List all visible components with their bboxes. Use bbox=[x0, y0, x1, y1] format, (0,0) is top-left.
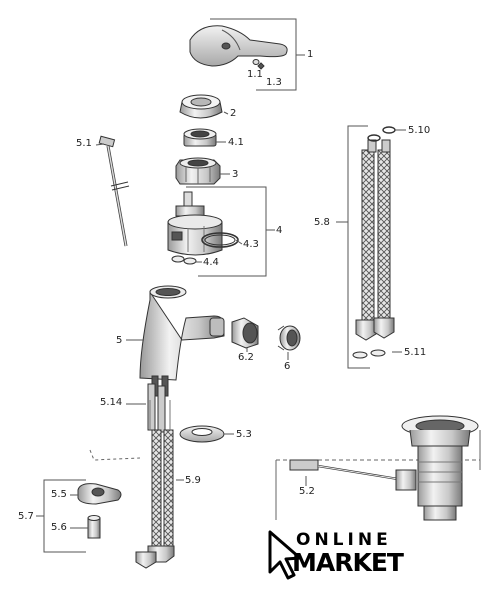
label-4-1: 4.1 bbox=[228, 137, 244, 148]
popup-rod bbox=[98, 135, 130, 247]
label-1: 1 bbox=[307, 49, 314, 60]
label-6: 6 bbox=[284, 361, 291, 372]
label-4-3: 4.3 bbox=[243, 239, 259, 250]
o-ring-4-3 bbox=[201, 232, 239, 248]
flex-hoses-5-8 bbox=[355, 139, 395, 341]
label-1-3: 1.3 bbox=[266, 77, 282, 88]
label-5: 5 bbox=[116, 335, 123, 346]
label-2: 2 bbox=[230, 108, 237, 119]
aerator-6-2 bbox=[231, 317, 259, 349]
cartridge bbox=[167, 191, 223, 256]
label-5-11: 5.11 bbox=[404, 347, 427, 358]
bracket-part-5-7 bbox=[36, 479, 86, 553]
label-5-6: 5.6 bbox=[51, 522, 67, 533]
cap-part-1-3 bbox=[257, 62, 265, 70]
bracket-part-5-8 bbox=[336, 125, 370, 369]
label-5-9: 5.9 bbox=[185, 475, 201, 486]
label-6-2: 6.2 bbox=[238, 352, 254, 363]
screw-part-1-1 bbox=[252, 59, 260, 65]
popup-waste-5-2 bbox=[275, 415, 481, 521]
o-rings-5-10 bbox=[367, 126, 396, 142]
label-4-4: 4.4 bbox=[203, 257, 219, 268]
fixing-bracket-5-5 bbox=[77, 483, 122, 505]
adapter-ring-4-1 bbox=[183, 128, 217, 147]
flex-hoses-5-9 bbox=[135, 400, 175, 569]
label-5-5: 5.5 bbox=[51, 489, 67, 500]
bracket-part-4 bbox=[186, 186, 275, 277]
bracket-part-1 bbox=[210, 18, 305, 91]
label-5-7: 5.7 bbox=[18, 511, 34, 522]
base-washer-5-3 bbox=[179, 425, 225, 443]
label-5-8: 5.8 bbox=[314, 217, 330, 228]
label-5-1: 5.1 bbox=[76, 138, 92, 149]
aerator-6 bbox=[277, 325, 301, 351]
washers-5-11 bbox=[352, 349, 386, 359]
label-1-1: 1.1 bbox=[247, 69, 263, 80]
cartridge-nut bbox=[175, 157, 221, 185]
label-5-3: 5.3 bbox=[236, 429, 252, 440]
fixing-nut-5-6 bbox=[87, 515, 101, 539]
cover-ring bbox=[179, 94, 223, 119]
label-4: 4 bbox=[276, 225, 283, 236]
logo-line-2: MARKET bbox=[292, 548, 404, 577]
lever-handle bbox=[189, 25, 288, 67]
label-5-2: 5.2 bbox=[299, 486, 315, 497]
label-5-10: 5.10 bbox=[408, 125, 431, 136]
tap-body bbox=[139, 285, 225, 397]
online-market-logo: ONLINE MARKET bbox=[268, 528, 418, 580]
logo-line-1: ONLINE bbox=[296, 530, 392, 550]
cursor-arrow-icon bbox=[268, 530, 302, 580]
label-3: 3 bbox=[232, 169, 239, 180]
label-5-14: 5.14 bbox=[100, 397, 123, 408]
seals-4-4 bbox=[171, 255, 197, 265]
